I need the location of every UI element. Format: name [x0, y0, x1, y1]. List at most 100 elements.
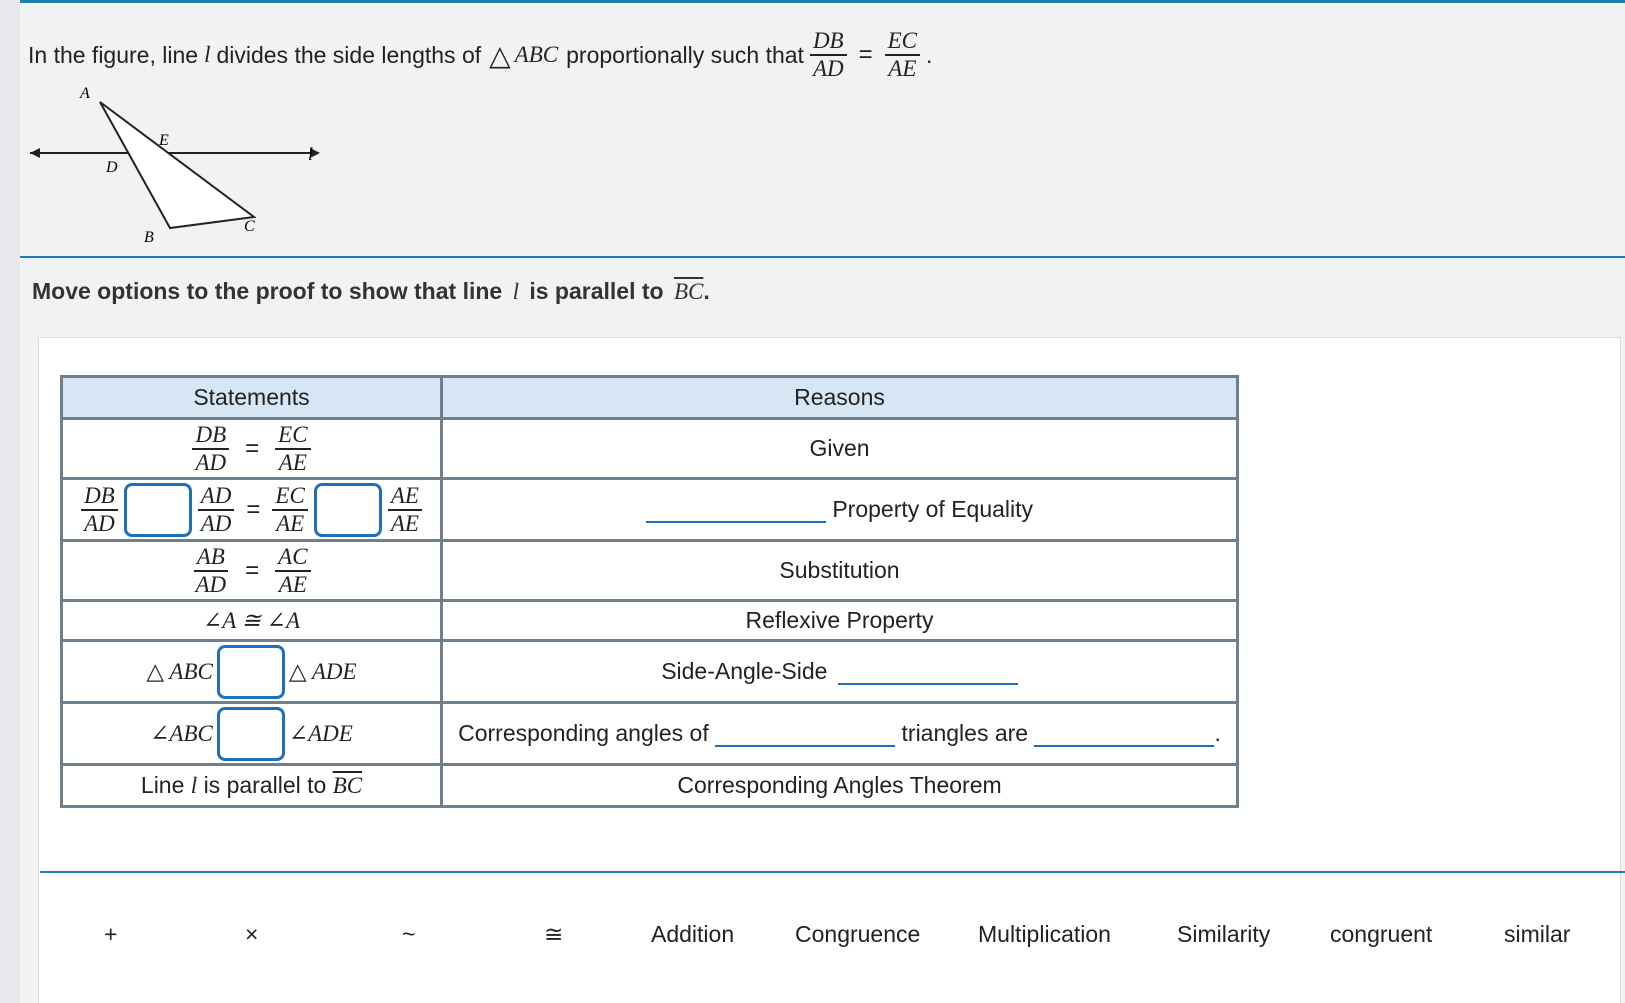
option-times[interactable]: × [245, 921, 259, 947]
instruction-text: Move options to the proof to show that l… [32, 278, 710, 305]
reason-cell: Reflexive Property [440, 599, 1239, 642]
frac-denominator: AD [84, 511, 115, 536]
equals-sign: = [245, 557, 260, 584]
reason-period: . [1214, 720, 1221, 746]
given-fraction-db-ad: DB AD [809, 28, 847, 82]
frac-numerator: EC [884, 28, 921, 56]
option-plus[interactable]: + [104, 921, 118, 947]
equals-sign: = [246, 496, 261, 523]
label-c: C [244, 218, 255, 235]
frac-denominator: AD [195, 450, 227, 475]
drop-zone-operator-2[interactable] [313, 483, 382, 537]
reason-cell: Corresponding angles of triangles are . [440, 701, 1239, 766]
triangle-abc: △ ABC [146, 658, 213, 684]
statement-text: Line [140, 772, 185, 798]
prompt-text-after: proportionally such that [566, 41, 804, 68]
frac-numerator: EC [272, 483, 308, 511]
frac-numerator: AD [197, 483, 235, 511]
drop-zone-relation-triangles[interactable] [216, 644, 285, 699]
frac-numerator: DB [192, 422, 230, 450]
reason-cell: Substitution [440, 539, 1239, 602]
frac-numerator: AE [387, 483, 422, 511]
reason-text: Property of Equality [832, 496, 1034, 522]
instruction-middle: is parallel to [529, 278, 664, 304]
option-congruence[interactable]: Congruence [795, 921, 921, 947]
reason-cell: Property of Equality [440, 477, 1239, 542]
frac-denominator: AE [888, 56, 917, 81]
frac-denominator: AE [276, 511, 305, 536]
prompt-text-mid: divides the side lengths of [216, 41, 482, 68]
triangle-ade: △ ADE [288, 658, 357, 684]
drop-zone-operator-1[interactable] [123, 483, 192, 537]
angle-abc: ∠ABC [150, 720, 213, 746]
triangle-figure: A E D l B C [30, 85, 320, 246]
frac-denominator: AE [278, 450, 307, 475]
reason-cell: Side-Angle-Side [440, 639, 1239, 704]
table-row: ∠ABC ∠ADE Corresponding angles of triang… [60, 701, 1239, 766]
reason-text: triangles are [901, 720, 1029, 746]
frac-denominator: AD [200, 511, 232, 536]
given-fraction-ec-ae: EC AE [884, 28, 921, 82]
triangle-name: ABC [514, 42, 559, 67]
option-congruent-symbol[interactable]: ≅ [544, 921, 564, 947]
reason-text: Side-Angle-Side [661, 658, 828, 684]
drop-zone-triangle-type[interactable] [715, 721, 896, 747]
drop-zone-angle-relation[interactable] [1034, 721, 1215, 747]
reasons-header: Reasons [440, 375, 1239, 420]
option-multiplication[interactable]: Multiplication [978, 921, 1111, 947]
frac-numerator: AB [193, 544, 228, 572]
drop-zone-property-name[interactable] [645, 497, 826, 523]
statement-text: is parallel to [203, 772, 327, 798]
option-similarity[interactable]: Similarity [1177, 921, 1271, 947]
label-e: E [158, 132, 169, 149]
table-row: Line l is parallel to BC Corresponding A… [60, 763, 1239, 808]
prompt-text-before: In the figure, line [28, 41, 199, 68]
reason-cell: Given [440, 417, 1239, 480]
equals-sign: = [858, 41, 873, 68]
frac-denominator: AD [195, 572, 227, 597]
prompt-line-var: l [204, 42, 211, 67]
instruction-lead: Move options to the proof to show that l… [32, 278, 503, 304]
statement-cell: ∠ABC ∠ADE [60, 701, 443, 766]
reason-cell: Corresponding Angles Theorem [440, 763, 1239, 808]
option-similar-symbol[interactable]: ~ [402, 921, 416, 947]
statement-cell: △ ABC △ ADE [60, 639, 443, 704]
statement-segment: BC [332, 773, 363, 798]
prompt-period: . [926, 41, 933, 68]
statement-line-var: l [190, 773, 198, 798]
top-divider [20, 0, 1625, 3]
label-line-l: l [308, 144, 313, 164]
drop-zone-relation-angles[interactable] [216, 706, 285, 761]
table-row: △ ABC △ ADE Side-Angle-Side [60, 639, 1239, 704]
instruction-line-var: l [512, 279, 519, 304]
label-d: D [105, 159, 118, 176]
table-row: ∠A ≅ ∠A Reflexive Property [60, 599, 1239, 642]
frac-numerator: DB [81, 483, 118, 511]
triangle-symbol: △ [489, 39, 511, 71]
angle-ade: ∠ADE [288, 720, 353, 746]
option-similar[interactable]: similar [1504, 921, 1571, 947]
reason-text: Corresponding angles of [458, 720, 709, 746]
statements-header: Statements [60, 375, 443, 420]
left-strip [0, 0, 20, 1003]
frac-numerator: AC [275, 544, 311, 572]
instruction-period: . [703, 278, 710, 304]
frac-numerator: DB [809, 28, 847, 56]
options-divider [40, 871, 1625, 873]
equals-sign: = [245, 435, 260, 462]
drop-zone-sas-type[interactable] [837, 659, 1018, 685]
section-divider [20, 256, 1625, 258]
frac-denominator: AE [278, 572, 307, 597]
problem-prompt: In the figure, line l divides the side l… [28, 28, 932, 82]
option-congruent[interactable]: congruent [1330, 921, 1433, 947]
option-addition[interactable]: Addition [651, 921, 735, 947]
frac-denominator: AD [812, 56, 844, 81]
frac-numerator: EC [275, 422, 311, 450]
